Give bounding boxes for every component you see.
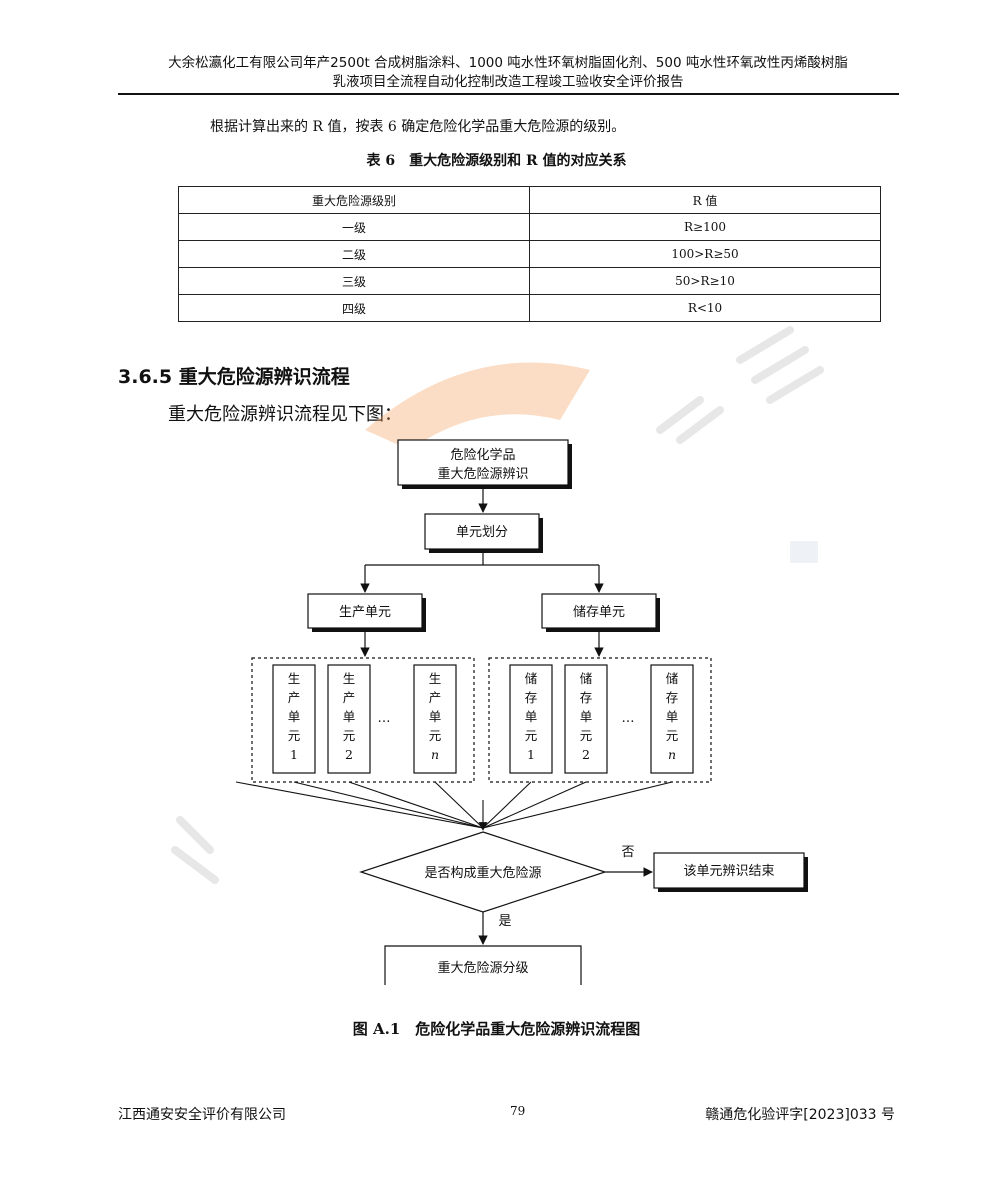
header-line-1: 大余松瀛化工有限公司年产2500t 合成树脂涂料、1000 吨水性环氧树脂固化剂… (168, 55, 848, 71)
start-text-2: 重大危险源辨识 (437, 466, 528, 482)
table-cell: 三级 (178, 267, 530, 295)
division-text: 单元划分 (456, 525, 508, 540)
stor-ellipsis: … (622, 711, 635, 726)
table-row: 四级 R<10 (178, 294, 881, 322)
production-unit-text: 生产单元 (339, 605, 391, 620)
table-cell: 四级 (178, 294, 530, 322)
no-label: 否 (621, 845, 634, 860)
storage-unit-box (541, 593, 657, 629)
table-row: 一级 R≥100 (178, 213, 881, 241)
yes-label: 是 (498, 914, 511, 929)
page-header: 大余松瀛化工有限公司年产2500t 合成树脂涂料、1000 吨水性环氧树脂固化剂… (118, 54, 898, 92)
footer-page-number: 79 (510, 1104, 526, 1118)
storage-unit-text: 储存单元 (573, 605, 625, 620)
end-box (653, 852, 805, 889)
production-group (251, 657, 475, 783)
grade-text: 重大危险源分级 (437, 960, 528, 976)
prod-unit-1-box (272, 664, 316, 774)
watermark (171, 326, 824, 884)
table-cell: 一级 (178, 213, 530, 241)
production-unit-box (307, 593, 423, 629)
figure-caption: 图 A.1 危险化学品重大危险源辨识流程图 (352, 1020, 641, 1038)
start-box (397, 439, 569, 486)
stor-unit-n-box (650, 664, 694, 774)
division-box (424, 513, 540, 550)
prod-unit-2-box (327, 664, 371, 774)
start-text-1: 危险化学品 (450, 447, 515, 463)
footer-company: 江西通安安全评价有限公司 (118, 1107, 286, 1123)
table-cell: R<10 (529, 294, 881, 322)
header-line-2: 乳液项目全流程自动化控制改造工程竣工验收安全评价报告 (332, 74, 684, 90)
section-paragraph: 重大危险源辨识流程见下图： (168, 404, 402, 425)
grade-box (384, 945, 582, 985)
table-cell: 50>R≥10 (529, 267, 881, 295)
intro-paragraph: 根据计算出来的 R 值，按表 6 确定危险化学品重大危险源的级别。 (210, 119, 626, 135)
prod-ellipsis: … (378, 711, 391, 726)
grade-table: 重大危险源级别 R 值 一级 R≥100 二级 100>R≥50 三级 50>R… (178, 186, 881, 322)
section-title: 3.6.5 重大危险源辨识流程 (118, 366, 350, 388)
table-caption: 表 6 重大危险源级别和 R 值的对应关系 (366, 153, 627, 169)
storage-group (488, 657, 712, 783)
footer-doc-number: 赣通危化验评字[2023]033 号 (705, 1107, 895, 1123)
prod-unit-n-box (413, 664, 457, 774)
table-cell: 二级 (178, 240, 530, 268)
table-header-cell: 重大危险源级别 (178, 186, 530, 214)
stor-unit-2-box (564, 664, 608, 774)
header-rule (118, 93, 899, 95)
decision-text: 是否构成重大危险源 (424, 865, 541, 881)
end-text: 该单元辨识结束 (683, 864, 774, 879)
table-row: 三级 50>R≥10 (178, 267, 881, 295)
table-cell: R≥100 (529, 213, 881, 241)
stor-unit-1-box (509, 664, 553, 774)
